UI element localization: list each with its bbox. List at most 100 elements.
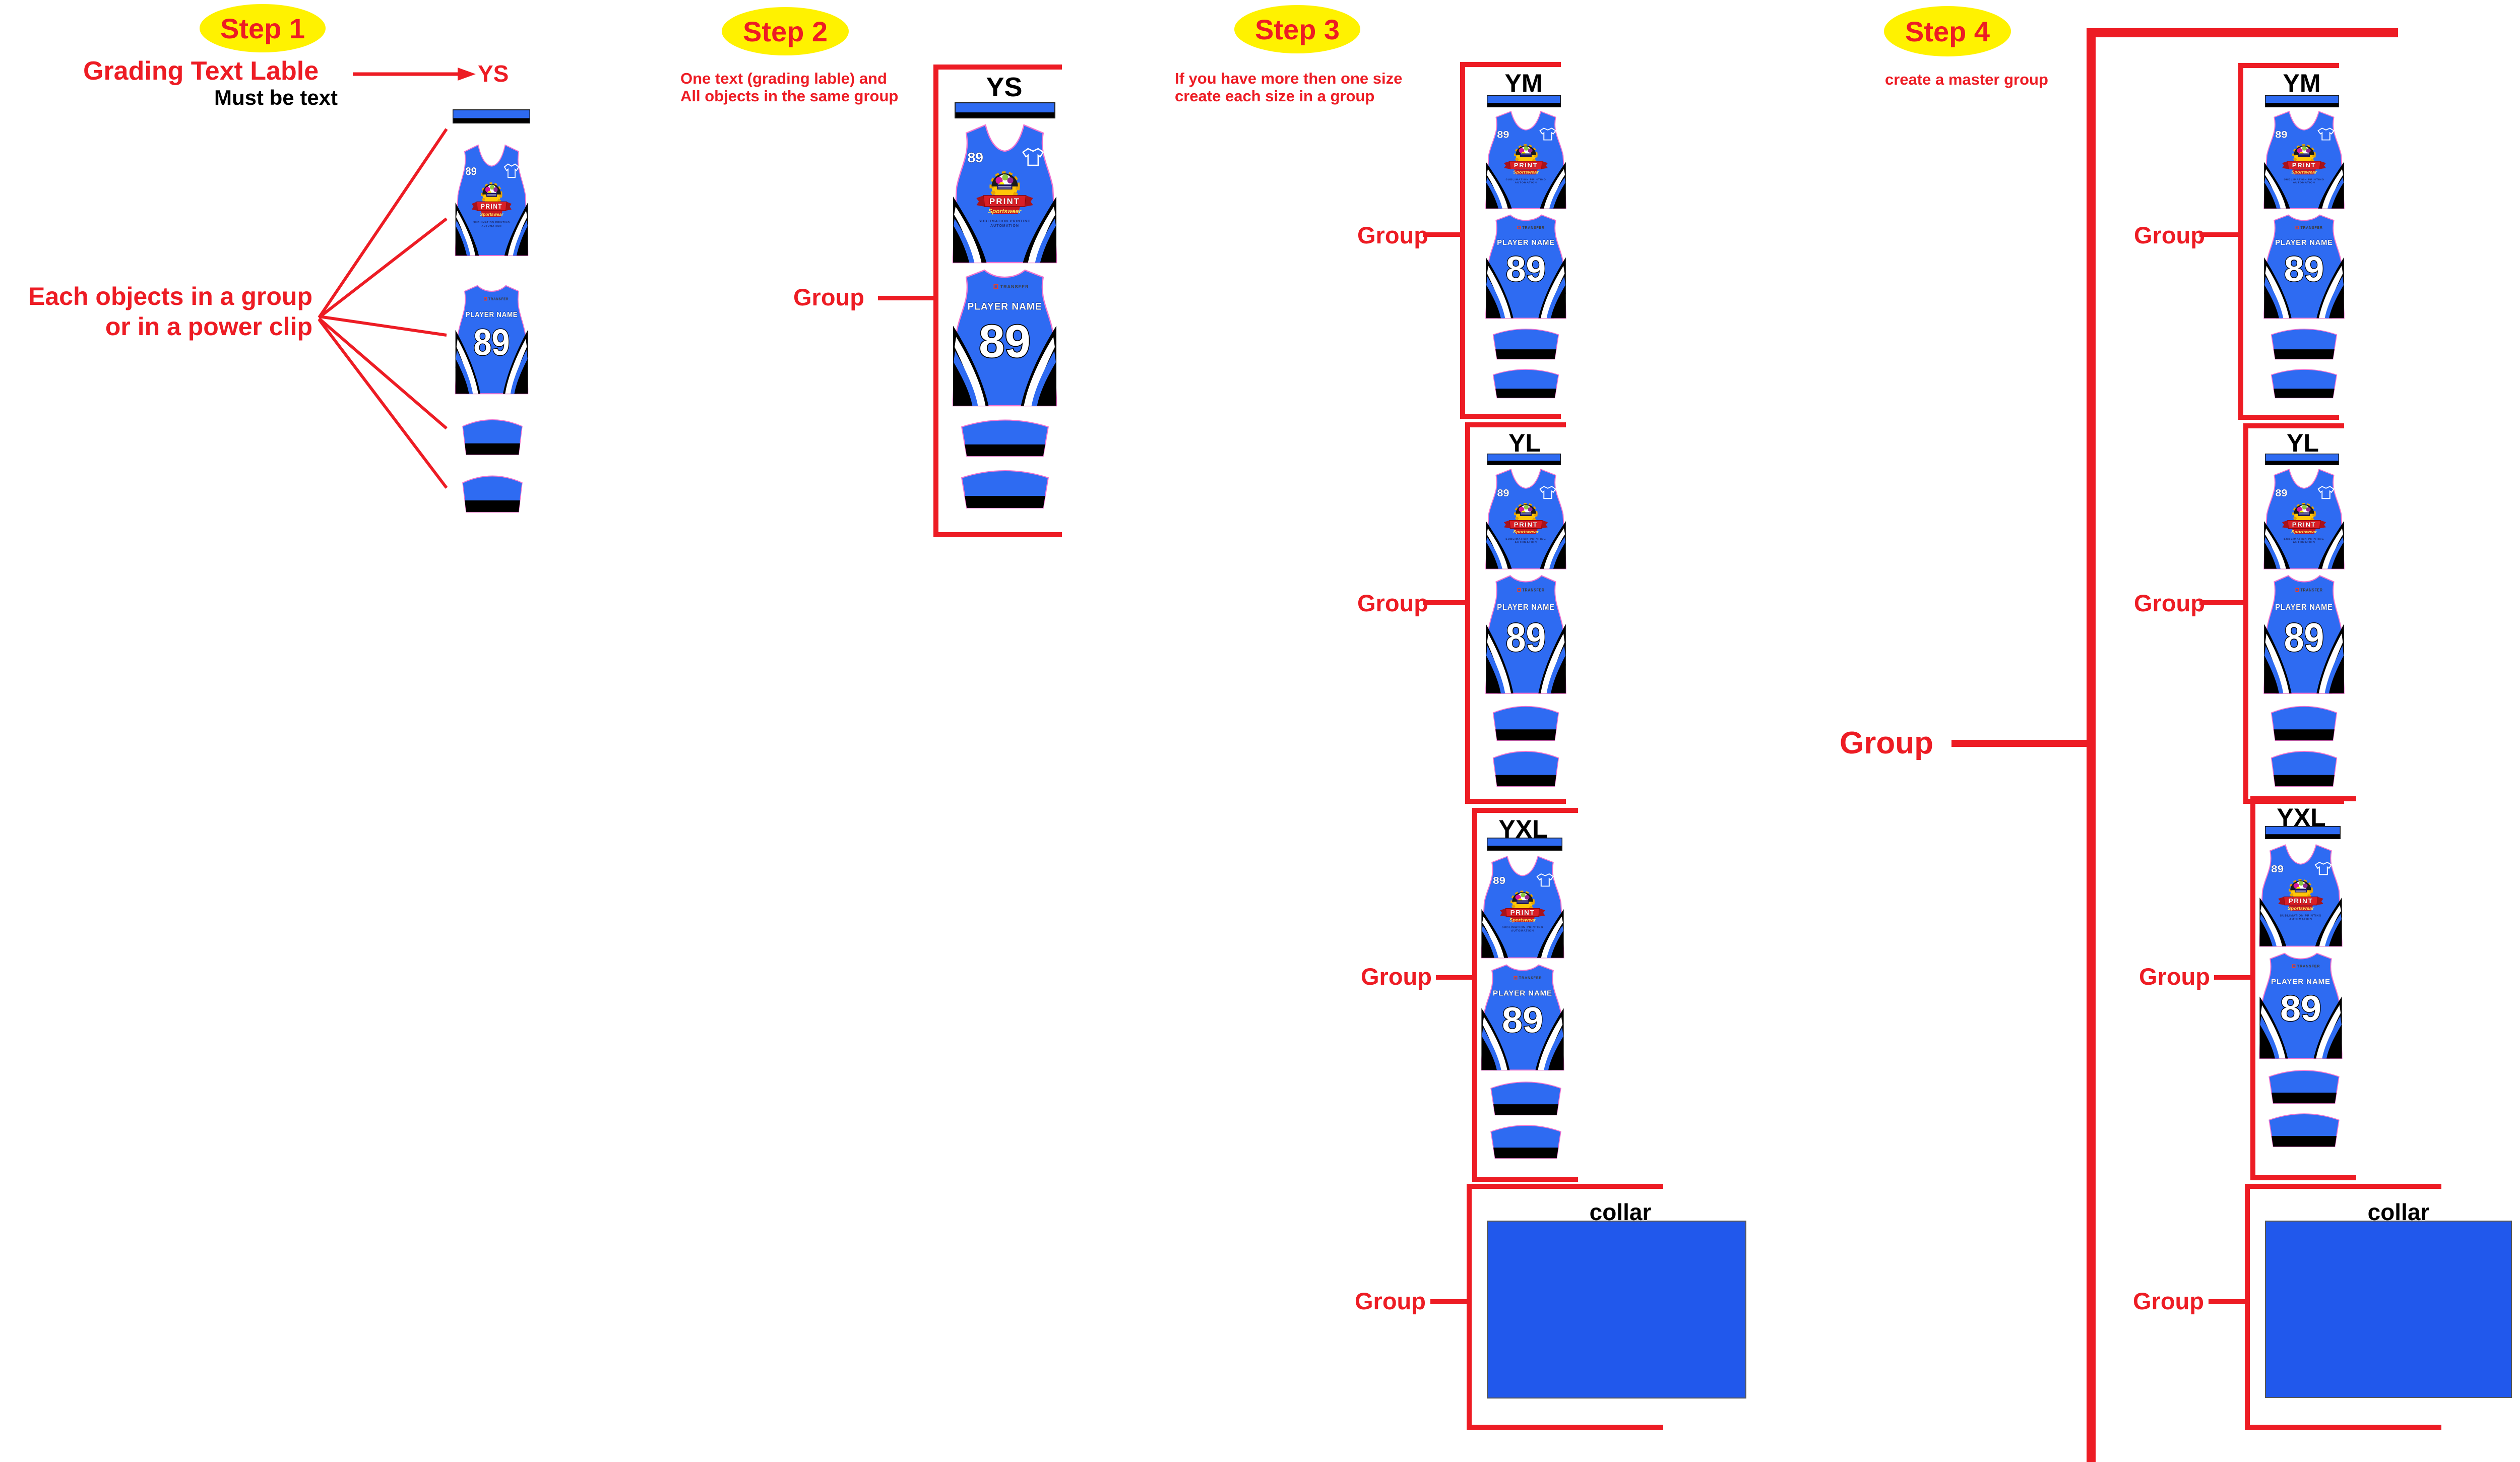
step1-badge: Step 1: [200, 4, 326, 52]
fan-line-front: [318, 217, 448, 319]
step3-yxl-group-connector: [1436, 975, 1472, 980]
fan-line-sleeve1: [318, 317, 448, 430]
must-be-text-note: Must be text: [214, 86, 338, 109]
step4-yl-front-jersey: [2261, 467, 2347, 571]
step4-yxl-size-label: YXL: [2277, 803, 2326, 832]
step3-collar-group-connector: [1430, 1299, 1467, 1304]
step3-yxl-bracket: [1472, 808, 1578, 1182]
step4-yl-size-label: YL: [2287, 429, 2319, 457]
objects-note-line2: or in a power clip: [105, 312, 312, 341]
step3-yxl-sleeve-2: [1487, 1118, 1565, 1159]
step3-yxl-group-label: Group: [1361, 963, 1432, 990]
step4-collar-group-label: Group: [2133, 1288, 2204, 1314]
step3-ym-group-connector: [1423, 232, 1460, 237]
step4-ym-back-jersey: [2261, 213, 2347, 321]
step3-yl-collar-piece: [1487, 454, 1561, 465]
step1-front-jersey-piece: [453, 143, 531, 258]
step4-ym-size-label: YM: [2283, 69, 2321, 97]
step3-ym-back-jersey: [1483, 213, 1569, 321]
step4-ym-group-connector: [2199, 232, 2238, 237]
step3-ym-sleeve-2: [1489, 363, 1562, 399]
step4-collar-label: collar: [2367, 1199, 2430, 1225]
step2-note-line2: All objects in the same group: [680, 87, 899, 105]
step4-ym-bracket: [2238, 63, 2339, 420]
step3-yl-bracket: [1465, 422, 1566, 804]
step4-yl-bracket: [2243, 423, 2344, 804]
step3-collar-bracket: [1467, 1184, 1663, 1430]
step3-yl-size-label: YL: [1508, 429, 1541, 457]
step4-yxl-sleeve-2: [2265, 1107, 2343, 1148]
step3-yxl-sleeve-1: [1487, 1075, 1565, 1116]
step4-yxl-group-connector: [2214, 975, 2250, 980]
step4-yxl-front-jersey: [2256, 843, 2345, 948]
step1-badge-label: Step 1: [220, 12, 305, 44]
step2-group-label: Group: [793, 284, 864, 310]
step1-sleeve-piece-1: [459, 412, 526, 456]
step1-sleeve-piece-2: [459, 468, 526, 513]
step3-badge: Step 3: [1234, 5, 1360, 53]
step2-sleeve-piece-2: [957, 463, 1053, 509]
step3-yxl-front-jersey: [1478, 854, 1567, 960]
fan-lines: [318, 128, 448, 489]
step1-collar-piece: [453, 109, 530, 123]
step3-ym-group-label: Group: [1357, 222, 1428, 248]
step3-yl-sleeve-2: [1489, 744, 1562, 787]
step3-yl-front-jersey: [1483, 467, 1569, 571]
step3-note: If you have more then one size create ea…: [1175, 70, 1402, 105]
step3-yxl-collar-piece: [1487, 838, 1562, 851]
step2-sleeve-piece-1: [957, 412, 1053, 457]
step4-badge: Step 4: [1884, 6, 2011, 56]
step2-badge: Step 2: [722, 7, 849, 55]
step3-collar-label: collar: [1589, 1199, 1652, 1225]
step4-yxl-back-jersey: [2256, 951, 2345, 1061]
step4-ym-sleeve-1: [2267, 323, 2341, 360]
step4-yl-sleeve-1: [2267, 699, 2341, 741]
step2-collar-piece: [955, 102, 1055, 118]
step3-badge-label: Step 3: [1254, 13, 1340, 45]
step4-yxl-collar-piece: [2265, 826, 2341, 839]
fan-line-back: [319, 315, 447, 337]
step2-group-bracket: [933, 65, 1062, 537]
step2-group-connector: [878, 296, 933, 300]
step4-badge-label: Step 4: [1905, 15, 1990, 47]
step4-master-group-connector: [1951, 740, 2087, 747]
fan-line-collar: [318, 128, 448, 319]
step4-yl-collar-piece: [2265, 454, 2339, 465]
step3-collar-fabric-rect: [1487, 1221, 1746, 1399]
step3-yl-back-jersey: [1483, 573, 1569, 696]
step2-front-jersey-piece: [949, 122, 1060, 266]
step2-note-line1: One text (grading lable) and: [680, 70, 887, 87]
step4-yl-back-jersey: [2261, 573, 2347, 696]
objects-note-line1: Each objects in a group: [28, 282, 312, 310]
step3-yxl-size-label: YXL: [1498, 815, 1548, 843]
step4-ym-collar-piece: [2265, 95, 2339, 107]
step2-size-label: YS: [986, 72, 1023, 102]
objects-note: Each objects in a group or in a power cl…: [0, 281, 312, 342]
step4-ym-front-jersey: [2261, 109, 2347, 211]
step4-yxl-group-label: Group: [2139, 963, 2210, 990]
step3-ym-bracket: [1460, 62, 1561, 419]
step4-master-group-label: Group: [1840, 726, 1933, 760]
step3-yl-sleeve-1: [1489, 699, 1562, 741]
step4-yl-sleeve-2: [2267, 744, 2341, 787]
step4-note: create a master group: [1885, 71, 2048, 88]
step4-ym-group-label: Group: [2134, 222, 2205, 248]
step3-ym-collar-piece: [1487, 95, 1561, 107]
grading-arrow: [353, 68, 476, 81]
step3-yxl-back-jersey: [1478, 963, 1567, 1072]
step4-master-bracket: [2087, 28, 2398, 1462]
step3-ym-sleeve-1: [1489, 323, 1562, 360]
step4-collar-bracket: [2245, 1184, 2441, 1430]
step4-collar-fabric-rect: [2265, 1221, 2512, 1398]
step3-ym-front-jersey: [1483, 109, 1569, 211]
step2-back-jersey-piece: [949, 267, 1060, 409]
step3-yl-group-label: Group: [1357, 590, 1428, 616]
step4-yl-group-label: Group: [2134, 590, 2205, 616]
step1-back-jersey-piece: [453, 283, 531, 396]
step2-note: One text (grading lable) and All objects…: [680, 70, 898, 105]
step3-yl-group-connector: [1423, 600, 1465, 605]
step2-badge-label: Step 2: [742, 15, 828, 47]
step4-collar-group-connector: [2209, 1299, 2245, 1304]
grading-size-value: YS: [478, 60, 509, 87]
